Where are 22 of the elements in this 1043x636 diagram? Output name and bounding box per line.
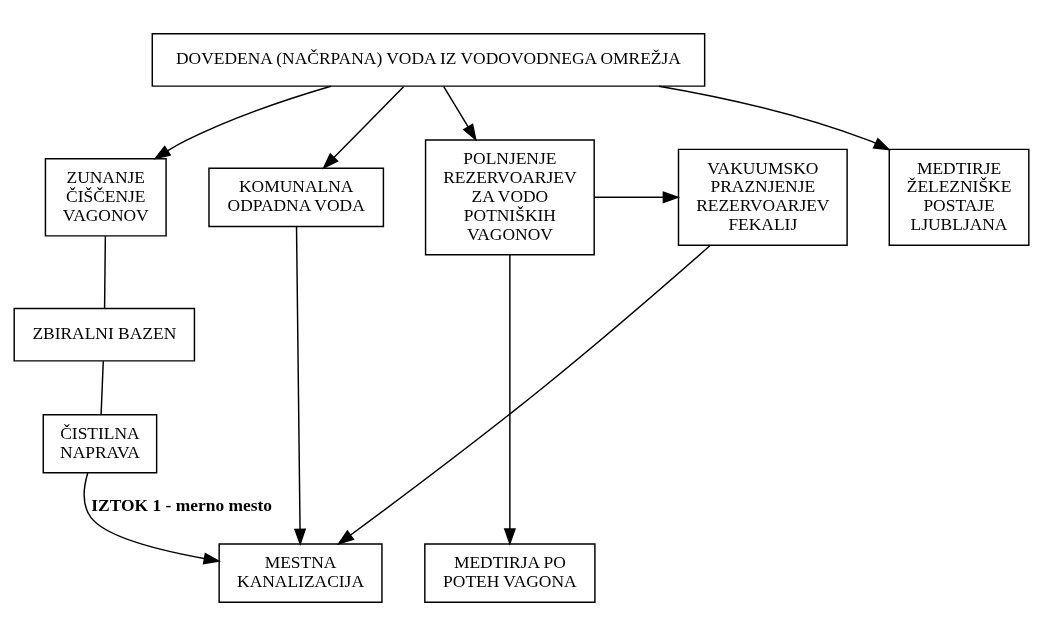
edge-label: IZTOK 1 - merno mesto xyxy=(91,495,273,516)
connector xyxy=(103,235,107,310)
arrow xyxy=(83,472,221,565)
node-box: VAKUUMSKO PRAZNJENJE REZERVOARJEV FEKALIJ xyxy=(677,148,848,247)
node-box: MESTNA KANALIZACIJA xyxy=(218,543,383,603)
arrow xyxy=(322,86,405,170)
arrow xyxy=(293,226,307,546)
node-box: MEDTIRJA PO POTEH VAGONA xyxy=(424,543,596,603)
node-box: ZUNANJE ČIŠČENJE VAGONOV xyxy=(44,158,167,237)
node-box: DOVEDENA (NAČRPANA) VODA IZ VODOVODNEGA OMREŽJA xyxy=(151,33,706,87)
arrow xyxy=(593,191,681,204)
node-box: KOMUNALNA ODPADNA VODA xyxy=(208,167,385,228)
node-box: ZBIRALNI BAZEN xyxy=(13,307,196,362)
arrow xyxy=(336,244,712,546)
arrow xyxy=(443,86,477,142)
arrow xyxy=(153,85,332,160)
node-box: MEDTIRJE ŽELEZNIŠKE POSTAJE LJUBLJANA xyxy=(888,148,1030,247)
connector xyxy=(100,360,104,416)
node-box: ČISTILNA NAPRAVA xyxy=(42,413,158,474)
node-box: POLNJENJE REZERVOARJEV ZA VODO POTNIŠKIH VAGONOV xyxy=(424,139,595,256)
arrow xyxy=(658,85,891,151)
arrow xyxy=(503,254,516,546)
